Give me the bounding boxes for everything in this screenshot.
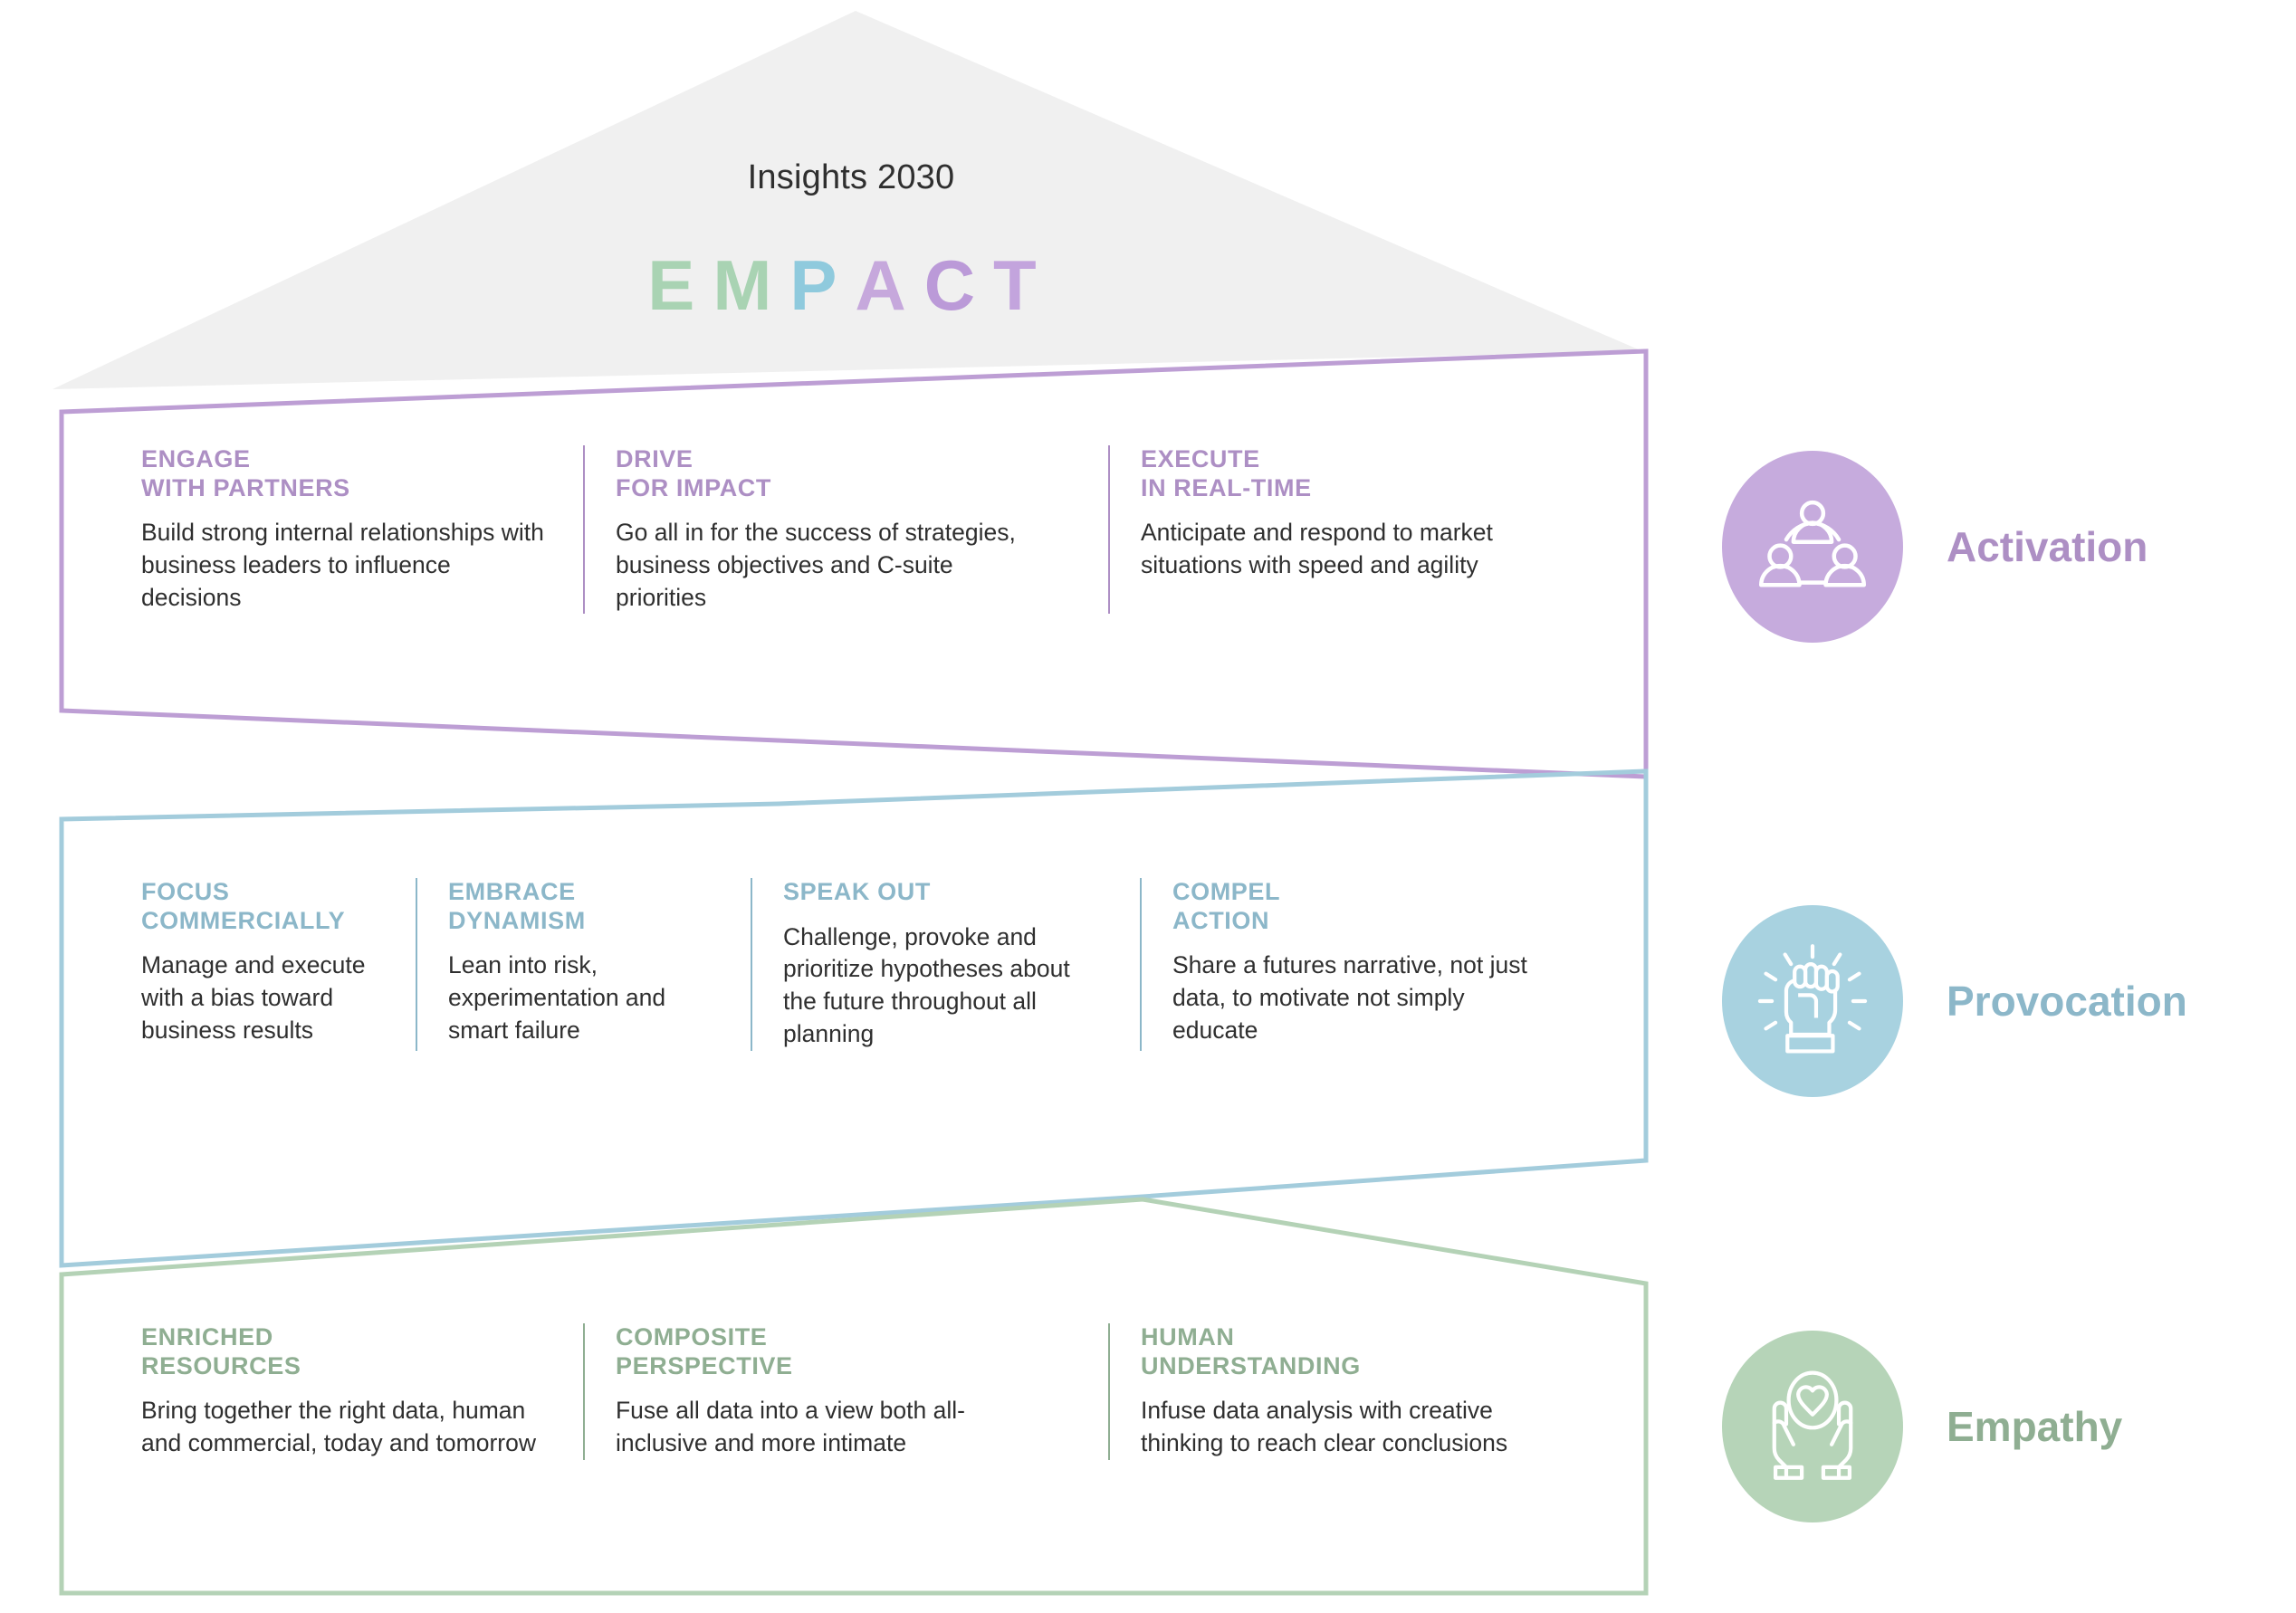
provocation-col-1-kicker: FOCUS COMMERCIALLY [141,878,385,935]
empathy-col-2-body: Fuse all data into a view both all-inclu… [616,1397,965,1456]
activation-col-3-body: Anticipate and respond to market situati… [1141,519,1493,578]
empathy-columns: ENRICHED RESOURCES Bring together the ri… [94,1323,1633,1460]
legend-label-empathy: Empathy [1947,1403,2123,1450]
kicker-line-2: FOR IMPACT [616,473,771,501]
provocation-col-3-body: Challenge, provoke and prioritize hypoth… [783,922,1070,1047]
provocation-col-3-kicker: SPEAK OUT [783,878,1109,907]
kicker-line-1: SPEAK OUT [783,878,931,905]
kicker-line-2: ACTION [1172,906,1270,934]
empathy-col-3-body: Infuse data analysis with creative think… [1141,1397,1508,1456]
provocation-col-2-body: Lean into risk, experimentation and smar… [448,951,666,1044]
kicker-line-2: COMMERCIALLY [141,906,346,934]
provocation-col-2: EMBRACE DYNAMISM Lean into risk, experim… [416,878,751,1051]
kicker-line-1: FOCUS [141,878,230,905]
empathy-panel-outline [59,1197,1649,1596]
kicker-line-1: ENGAGE [141,445,251,472]
provocation-col-4: COMPEL ACTION Share a futures narrative,… [1140,878,1565,1051]
kicker-line-1: COMPEL [1172,878,1281,905]
kicker-line-1: DRIVE [616,445,694,472]
empathy-col-1-kicker: ENRICHED RESOURCES [141,1323,552,1380]
activation-col-3: EXECUTE IN REAL-TIME Anticipate and resp… [1108,445,1615,615]
provocation-col-4-kicker: COMPEL ACTION [1172,878,1535,935]
activation-badge [1722,451,1903,643]
empact-letter-p-2: P [789,245,856,325]
raised-fist-icon [1757,944,1868,1054]
activation-col-2-body: Go all in for the success of strategies,… [616,519,1016,611]
kicker-line-1: COMPOSITE [616,1323,768,1351]
legend-label-activation: Activation [1947,523,2148,570]
provocation-col-1-body: Manage and execute with a bias toward bu… [141,951,366,1044]
empathy-badge [1722,1331,1903,1522]
empact-letter-t-5: T [993,245,1055,325]
activation-columns: ENGAGE WITH PARTNERS Build strong intern… [94,445,1633,615]
legend-item-empathy[interactable]: Empathy [1722,1331,2122,1522]
hands-heart-icon [1772,1370,1853,1480]
activation-col-1: ENGAGE WITH PARTNERS Build strong intern… [94,445,583,614]
kicker-line-2: DYNAMISM [448,906,586,934]
empact-wordmark: EMPACT [0,244,1702,327]
provocation-panel-outline [59,768,1649,1268]
kicker-line-1: EXECUTE [1141,445,1260,472]
empact-letter-e-0: E [647,245,713,325]
kicker-line-2: IN REAL-TIME [1141,473,1312,501]
kicker-line-1: ENRICHED [141,1323,273,1351]
legend-item-provocation[interactable]: Provocation [1722,905,2187,1097]
activation-col-3-kicker: EXECUTE IN REAL-TIME [1141,445,1584,502]
provocation-col-1: FOCUS COMMERCIALLY Manage and execute wi… [94,878,416,1051]
kicker-line-1: HUMAN [1141,1323,1235,1351]
provocation-columns: FOCUS COMMERCIALLY Manage and execute wi… [94,878,1633,1051]
empathy-col-2-kicker: COMPOSITE PERSPECTIVE [616,1323,1077,1380]
activation-col-2-kicker: DRIVE FOR IMPACT [616,445,1077,502]
provocation-col-4-body: Share a futures narrative, not just data… [1172,951,1527,1044]
kicker-line-1: EMBRACE [448,878,576,905]
kicker-line-2: UNDERSTANDING [1141,1351,1361,1379]
empathy-col-3: HUMAN UNDERSTANDING Infuse data analysis… [1108,1323,1615,1460]
legend-item-activation[interactable]: Activation [1722,451,2148,643]
legend-label-provocation: Provocation [1947,978,2187,1025]
kicker-line-2: PERSPECTIVE [616,1351,793,1379]
roof-title: Insights 2030 [747,158,955,196]
activation-col-2: DRIVE FOR IMPACT Go all in for the succe… [583,445,1108,615]
empact-letter-m-1: M [713,245,790,325]
provocation-col-3: SPEAK OUT Challenge, provoke and priorit… [751,878,1140,1051]
empact-letter-c-4: C [923,245,994,325]
activation-col-1-body: Build strong internal relationships with… [141,519,544,611]
kicker-line-2: RESOURCES [141,1351,301,1379]
provocation-col-2-kicker: EMBRACE DYNAMISM [448,878,720,935]
empathy-col-1: ENRICHED RESOURCES Bring together the ri… [94,1323,583,1460]
kicker-line-2: WITH PARTNERS [141,473,350,501]
activation-col-1-kicker: ENGAGE WITH PARTNERS [141,445,552,502]
provocation-badge [1722,905,1903,1097]
empathy-col-2: COMPOSITE PERSPECTIVE Fuse all data into… [583,1323,1108,1460]
people-network-icon [1758,500,1867,587]
roof-triangle [53,11,1642,389]
empathy-col-1-body: Bring together the right data, human and… [141,1397,536,1456]
empathy-col-3-kicker: HUMAN UNDERSTANDING [1141,1323,1584,1380]
empact-letter-a-3: A [855,245,924,325]
